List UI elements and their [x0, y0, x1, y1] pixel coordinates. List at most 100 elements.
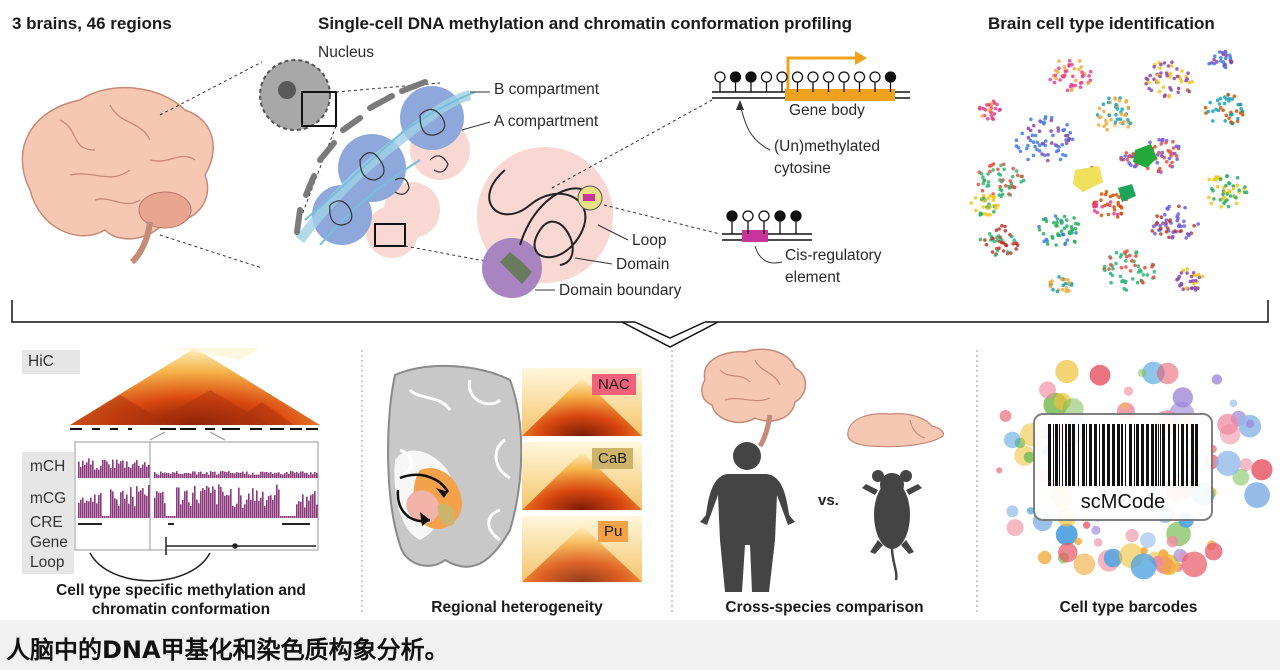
cell-point — [1168, 75, 1172, 79]
cell-point — [1067, 281, 1072, 285]
cell-point — [1237, 188, 1241, 192]
cell-point — [1108, 200, 1113, 204]
cell-point — [1224, 113, 1229, 118]
cell-point — [1033, 144, 1037, 149]
mch-bar — [208, 474, 210, 478]
cell-point — [1123, 113, 1128, 117]
mcg-bar — [176, 487, 178, 518]
panel1-title-line1: Cell type specific methylation and — [56, 582, 306, 599]
cell-point — [1114, 193, 1119, 197]
cell-point — [1043, 143, 1048, 148]
cell-point — [1118, 254, 1123, 259]
cell-point — [1162, 155, 1167, 160]
cell-point — [1028, 128, 1033, 133]
cell-point — [1158, 66, 1162, 70]
cell-point — [980, 188, 985, 193]
mch-bar — [94, 469, 96, 478]
cell-point — [1135, 280, 1140, 285]
cell-point — [990, 250, 995, 254]
unmethylated-label-line1: (Un)methylated — [774, 138, 880, 155]
mcg-bar — [156, 491, 158, 518]
cell-point — [1062, 226, 1067, 231]
mcg-bar — [234, 507, 236, 518]
mcg-bar — [246, 499, 248, 518]
mcg-track — [78, 484, 318, 518]
mcg-bar — [194, 485, 196, 518]
cell-point — [1115, 212, 1120, 217]
cell-point — [1104, 118, 1108, 123]
barcode-stripe — [1129, 424, 1132, 486]
cell-point — [1155, 214, 1159, 218]
cell-point — [1051, 287, 1055, 292]
mouse-brain-icon — [847, 413, 945, 448]
cell-point — [1078, 85, 1083, 89]
hic-heatmap — [70, 348, 320, 425]
mch-bar — [122, 460, 124, 478]
mcg-bar — [200, 491, 202, 518]
cell-point — [1003, 184, 1008, 188]
cell-point — [981, 205, 985, 209]
cell-point — [1163, 212, 1167, 217]
b-compartment-label: B compartment — [494, 81, 600, 98]
bubble — [1204, 542, 1223, 561]
mcg-bar — [230, 489, 232, 518]
mcg-bar — [216, 504, 218, 518]
cell-point — [991, 198, 995, 202]
cell-point — [1159, 71, 1163, 75]
mcg-bar — [192, 492, 194, 518]
caption-bar: 人脑中的DNA甲基化和染色质构象分析。 — [0, 620, 1280, 670]
cell-point — [1089, 69, 1093, 74]
mcg-bar — [276, 484, 278, 518]
cell-point — [1008, 251, 1013, 255]
cell-point — [1216, 108, 1221, 113]
mch-track — [78, 458, 318, 478]
bubble — [1166, 535, 1179, 548]
mcg-bar — [208, 487, 210, 518]
loop-track-label: Loop — [30, 554, 65, 571]
cell-point — [1000, 223, 1004, 228]
cell-point — [1058, 157, 1063, 162]
cell-point — [986, 196, 990, 201]
mch-bar — [238, 472, 240, 478]
cell-point — [1155, 221, 1159, 225]
cell-point — [1040, 152, 1044, 156]
cell-point — [1217, 102, 1222, 106]
mch-bar — [138, 465, 140, 478]
cell-point — [1103, 268, 1107, 273]
cell-point — [997, 227, 1001, 231]
bubble — [1058, 542, 1078, 563]
mch-bar — [206, 472, 208, 478]
cell-point — [1060, 232, 1065, 237]
cell-point — [1212, 61, 1217, 66]
cell-point — [1055, 289, 1060, 294]
cell-point — [1046, 153, 1050, 157]
cre-label-line1: Cis-regulatory — [785, 247, 882, 264]
cell-point — [1067, 59, 1072, 63]
cell-point — [977, 107, 982, 111]
mcg-bar — [154, 497, 156, 518]
bubble — [1026, 507, 1035, 515]
cell-point — [1001, 249, 1006, 253]
cell-point — [1028, 138, 1033, 143]
mch-bar — [164, 472, 166, 478]
cell-point — [1035, 140, 1040, 145]
barcode-stripe — [1117, 424, 1120, 486]
cell-point — [1073, 240, 1077, 244]
cell-point — [1235, 119, 1240, 124]
cell-point — [1147, 86, 1151, 91]
cell-point — [1074, 221, 1078, 226]
cell-point — [1224, 50, 1228, 55]
cell-point — [1079, 65, 1084, 69]
cell-point — [1187, 233, 1191, 238]
bubble — [1082, 521, 1091, 529]
cell-point — [1191, 271, 1196, 275]
cell-point — [1106, 212, 1111, 217]
mcg-bar — [282, 516, 284, 518]
cell-point — [1157, 150, 1161, 155]
cell-point — [1056, 232, 1060, 236]
cell-point — [1170, 235, 1175, 240]
cell-point — [1157, 89, 1162, 94]
mcg-bar — [96, 503, 98, 518]
cell-type-cluster-plot — [969, 49, 1249, 294]
cell-point — [1156, 169, 1161, 174]
